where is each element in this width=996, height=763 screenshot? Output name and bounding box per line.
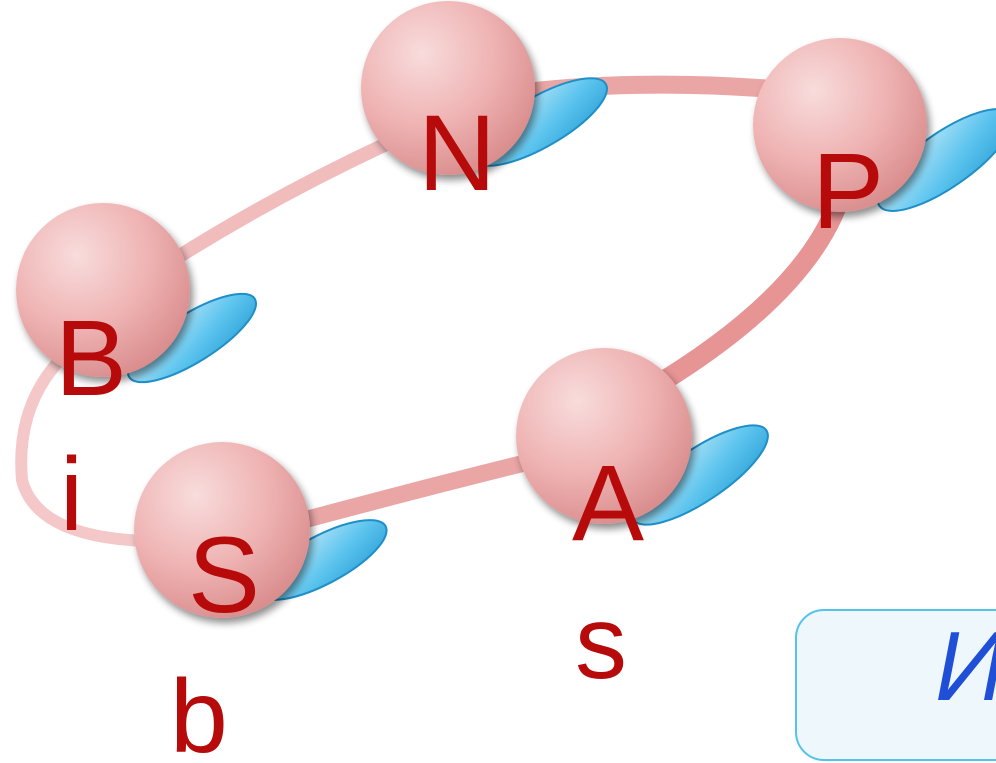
side-label-i: i xyxy=(60,437,83,553)
link-s-b xyxy=(15,344,206,548)
petal-p xyxy=(876,108,996,212)
node-a-ball xyxy=(516,348,692,524)
node-p-ball xyxy=(753,38,927,212)
callout-frame xyxy=(795,609,996,761)
nodes xyxy=(16,1,927,618)
node-n-label: N xyxy=(418,92,496,213)
node-n-ball xyxy=(361,1,535,175)
node-a-label: A xyxy=(572,442,644,563)
node-s-ball xyxy=(134,442,310,618)
callout-box: И xyxy=(795,609,996,761)
node-p-label: P xyxy=(812,130,884,251)
callout-text: И xyxy=(935,611,996,721)
node-s-label: S xyxy=(188,514,260,635)
side-label-b: b xyxy=(170,659,228,763)
side-label-s: s xyxy=(575,585,627,701)
node-b-ball xyxy=(16,203,190,377)
node-b-label: B xyxy=(55,297,127,418)
